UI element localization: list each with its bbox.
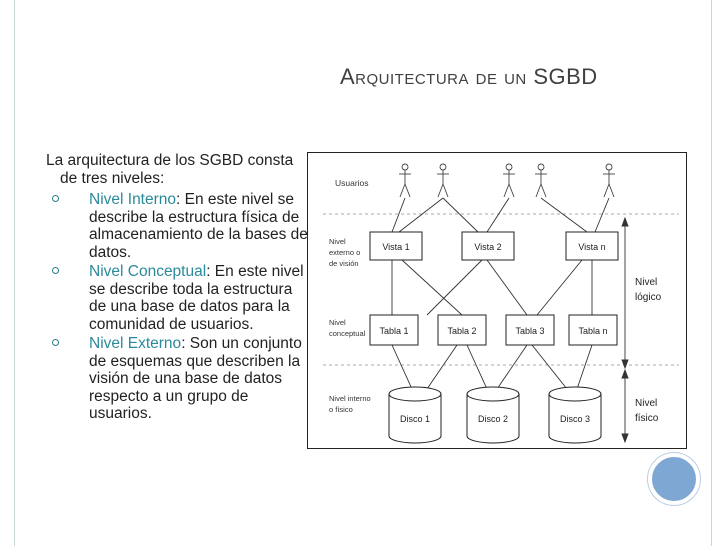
right-logical-line: lógico — [635, 292, 662, 303]
slide-body: La arquitectura de los SGBD consta de tr… — [46, 152, 308, 425]
table-box: Tabla 2 — [437, 314, 487, 346]
intro-text: La arquitectura de los SGBD consta de tr… — [46, 152, 294, 187]
term-conceptual: Nivel Conceptual — [89, 263, 207, 280]
item-text: : En este nivel se describe la estructur… — [89, 191, 308, 261]
view-label: Vista 1 — [382, 242, 409, 252]
disk-cylinder: Disco 2 — [466, 386, 520, 444]
disk-cylinder: Disco 1 — [388, 386, 442, 444]
view-label: Vista 2 — [474, 242, 501, 252]
term-external: Nivel Externo — [89, 335, 182, 352]
disk-label: Disco 1 — [400, 414, 430, 424]
logical-range-arrow — [621, 216, 629, 370]
user-icon — [437, 163, 449, 198]
level-conceptual-line: conceptual — [329, 329, 366, 338]
view-box: Vista 2 — [461, 231, 515, 261]
list-item: Nivel Externo: Son un conjunto de esquem… — [46, 335, 308, 423]
slide-frame — [14, 0, 712, 546]
level-conceptual-line: Nivel — [329, 318, 346, 327]
view-label: Vista n — [578, 242, 605, 252]
level-external-label: Nivel externo o de visión — [329, 237, 362, 268]
view-box: Vista n — [565, 231, 619, 261]
table-label: Tabla 1 — [379, 326, 408, 336]
disk-label: Disco 3 — [560, 414, 590, 424]
view-box: Vista 1 — [369, 231, 423, 261]
item-text: : En este nivel se describe toda la estr… — [89, 263, 304, 333]
users-label: Usuarios — [335, 178, 369, 188]
right-physical-line: Nivel — [635, 398, 657, 409]
table-label: Tabla n — [578, 326, 607, 336]
level-conceptual-label: Nivel conceptual — [329, 318, 366, 338]
user-icon — [603, 163, 615, 198]
level-internal-label: Nivel interno o físico — [329, 394, 373, 414]
list-item: Nivel Interno: En este nivel se describe… — [46, 191, 308, 261]
right-logical-label: Nivel lógico — [635, 277, 662, 303]
table-box: Tabla n — [568, 314, 618, 346]
disk-label: Disco 2 — [478, 414, 508, 424]
bullet-icon — [52, 339, 59, 346]
item-text: : Son un conjunto de esquemas que descri… — [89, 335, 302, 422]
right-physical-label: Nivel físico — [635, 398, 660, 424]
user-icon — [399, 163, 411, 198]
right-logical-line: Nivel — [635, 277, 657, 288]
level-internal-line: Nivel interno — [329, 394, 371, 403]
user-icon — [503, 163, 515, 198]
level-external-line: Nivel — [329, 237, 346, 246]
term-internal: Nivel Interno — [89, 191, 177, 208]
level-external-line: de visión — [329, 259, 359, 268]
table-box: Tabla 1 — [369, 314, 419, 346]
level-external-line: externo o — [329, 248, 360, 257]
bullet-icon — [52, 267, 59, 274]
bullet-icon — [52, 195, 59, 202]
table-box: Tabla 3 — [505, 314, 555, 346]
physical-range-arrow — [621, 368, 629, 444]
user-icon — [535, 163, 547, 198]
level-internal-line: o físico — [329, 405, 353, 414]
table-label: Tabla 3 — [515, 326, 544, 336]
levels-list: Nivel Interno: En este nivel se describe… — [46, 191, 308, 423]
table-label: Tabla 2 — [447, 326, 476, 336]
right-physical-line: físico — [635, 413, 659, 424]
architecture-diagram: Usuarios N — [307, 152, 687, 449]
slide-title: Arquitectura de un SGBD — [340, 64, 598, 89]
list-item: Nivel Conceptual: En este nivel se descr… — [46, 263, 308, 333]
decorative-circle — [648, 453, 700, 505]
disk-cylinder: Disco 3 — [548, 386, 602, 444]
